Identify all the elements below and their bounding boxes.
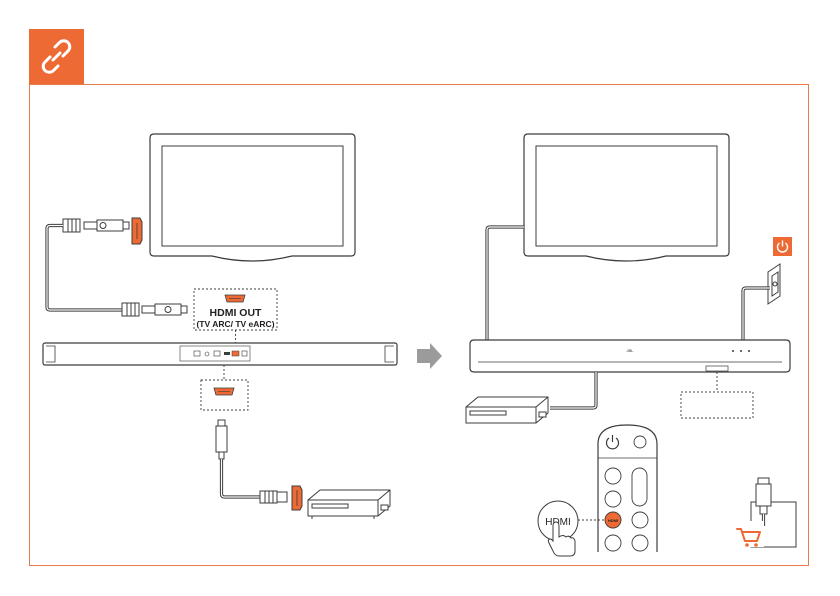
media-player-left bbox=[308, 490, 390, 519]
hdmi-cable-player-right bbox=[550, 372, 596, 408]
power-icon bbox=[773, 237, 792, 256]
display-callout bbox=[681, 392, 753, 418]
hdmi-plug-tv bbox=[63, 219, 129, 232]
tv-right bbox=[524, 134, 729, 261]
hdmi-cable-left-lower bbox=[222, 459, 261, 497]
tv-hdmi-port bbox=[132, 218, 142, 244]
cart-icon bbox=[729, 478, 796, 547]
hdmi-in-callout bbox=[201, 380, 248, 410]
hdmi-plug-player bbox=[260, 491, 287, 503]
soundbar-brand: JBL bbox=[627, 348, 635, 353]
soundbar-front: JBL bbox=[470, 340, 790, 372]
media-player-right bbox=[466, 397, 548, 423]
power-cord bbox=[743, 288, 770, 342]
wall-socket bbox=[768, 264, 780, 304]
tv-left bbox=[150, 134, 355, 261]
hdmi-out-sublabel: (TV ARC/ TV eARC) bbox=[196, 319, 274, 329]
remote-hdmi-button: HDMI bbox=[605, 512, 621, 528]
hdmi-plug-vertical bbox=[216, 420, 227, 459]
hdmi-cable-right bbox=[487, 227, 524, 342]
hdmi-out-label: HDMI OUT bbox=[210, 307, 262, 319]
remote-hdmi-button-label: HDMI bbox=[608, 518, 618, 523]
player-hdmi-port bbox=[292, 486, 302, 510]
hdmi-cable-left-upper bbox=[47, 226, 122, 311]
hdmi-plug-soundbar bbox=[122, 303, 187, 316]
remote-control: HDMI bbox=[598, 425, 657, 552]
hdmi-callout-bubble: HDMI bbox=[538, 501, 604, 541]
arrow-right-icon bbox=[417, 343, 442, 369]
soundbar-back bbox=[43, 343, 397, 382]
